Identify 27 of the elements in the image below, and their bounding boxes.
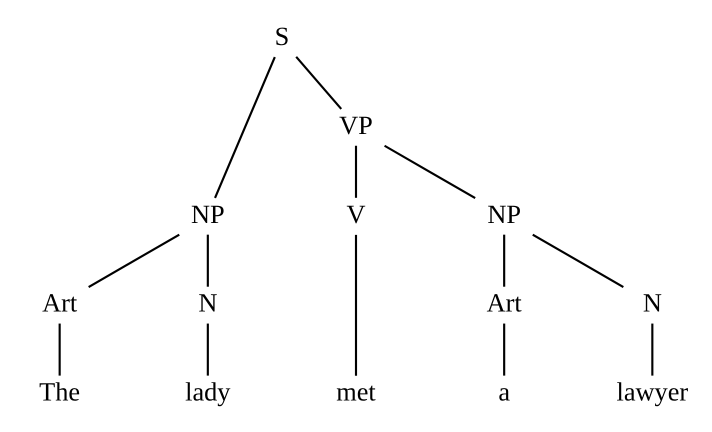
node-text: Art: [486, 288, 522, 318]
connector: [532, 233, 624, 288]
node-text: NP: [191, 199, 225, 228]
connector: [206, 234, 209, 286]
connector: [295, 56, 342, 110]
node-text: VP: [339, 110, 373, 140]
connector: [214, 56, 276, 198]
connector: [503, 234, 506, 286]
node-text: N: [642, 288, 662, 318]
node-text: NP: [487, 199, 521, 228]
connector: [88, 233, 180, 288]
node-text: S: [274, 21, 290, 50]
connector: [503, 323, 506, 376]
connector: [354, 145, 358, 198]
connector: [651, 323, 654, 376]
node-text: The: [39, 377, 80, 406]
connector: [354, 234, 358, 376]
connector: [206, 323, 209, 376]
node-text: V: [346, 199, 366, 228]
node-text: lady: [185, 377, 230, 406]
node-text: lawyer: [616, 377, 688, 406]
node-text: a: [498, 377, 510, 406]
node-text: Art: [42, 288, 78, 318]
connector: [58, 323, 61, 376]
node-text: N: [198, 288, 218, 318]
node-text: met: [336, 377, 376, 406]
connector: [384, 144, 476, 199]
